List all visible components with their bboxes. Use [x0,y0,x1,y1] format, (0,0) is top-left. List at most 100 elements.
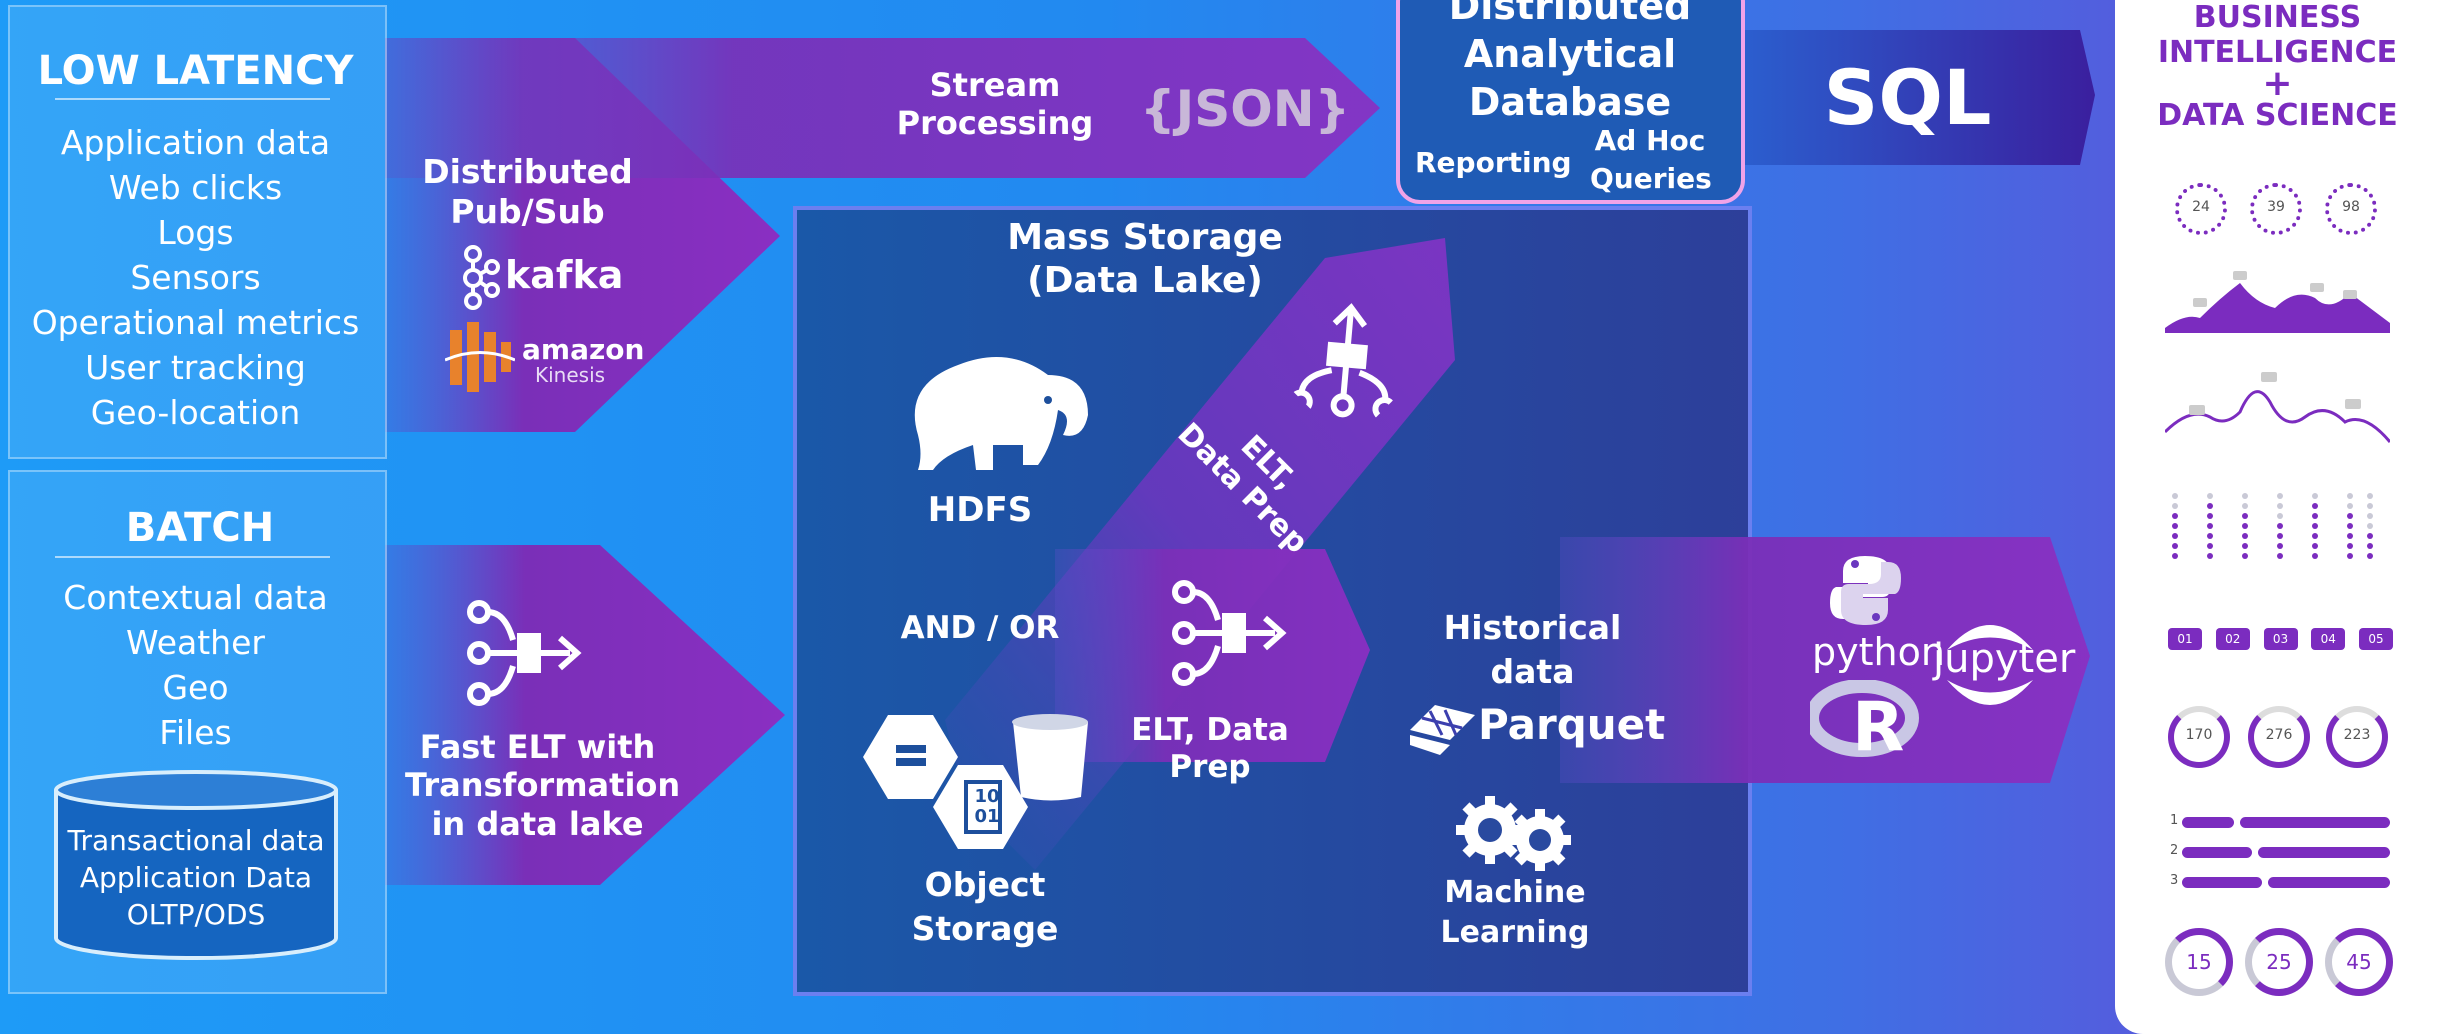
pill: 02 [2215,628,2250,650]
tools-arrow [1560,537,2090,783]
label-line: Machine [1444,875,1586,910]
list-item: Weather [126,623,265,662]
cylinder-text: Transactional data Application Data OLTP… [50,822,342,933]
historical-label: Historical data [1420,606,1645,694]
kafka-icon [463,245,500,310]
list-item: Sensors [130,258,261,297]
label-line: + [2262,63,2293,104]
binary-icon: 10 01 [972,787,1002,827]
gauge-ring [2165,928,2233,996]
list-item: Geo-location [90,393,301,432]
list-item: Application data [60,123,331,162]
sql-label: SQL [1823,53,1992,142]
list-item: Files [159,713,232,752]
list-item: Web clicks [108,168,283,207]
label-line: INTELLIGENCE [2157,35,2398,70]
adhoc-label: Ad Hoc Queries [1590,122,1712,198]
mini-area-chart [2165,271,2390,333]
progress-bar [2240,817,2390,828]
binary-line: 01 [974,806,1000,827]
jupyter-label: jupyter [1933,636,2076,682]
analytical-db-title: Distributed Analytical Database [1400,0,1740,126]
amazon-label: amazon [522,333,645,366]
json-icon: {JSON} [1140,80,1351,138]
list-item: Operational metrics [31,303,360,342]
cylinder-line: Transactional data [67,824,325,857]
label-line: BUSINESS [2193,0,2362,35]
gauge-value: 24 [2192,199,2210,215]
object-storage-label: Object Storage [900,863,1070,951]
low-latency-divider [55,98,330,100]
parquet-label: Parquet [1478,700,1666,749]
object-storage-icons [863,714,1088,849]
mini-line-chart [2165,372,2390,443]
progress-bar [2258,847,2390,858]
gauge-ring [2248,706,2310,768]
list-item: Logs [157,213,234,252]
label-line: data [1490,652,1575,691]
gears-icon [1456,796,1571,871]
pubsub-label: Distributed Pub/Sub [420,152,635,231]
hdfs-label: HDFS [927,490,1033,530]
gauge-ring [2168,706,2230,768]
label-line: Mass Storage [1007,217,1283,258]
pill: 03 [2263,628,2298,650]
gauge-value: 276 [2265,727,2293,743]
gauge-ring [2325,928,2393,996]
bar-index: 2 [2170,843,2179,858]
low-latency-list: Application data Web clicks Logs Sensors… [8,120,383,435]
reporting-label: Reporting [1415,146,1572,179]
gauge-value: 170 [2185,727,2213,743]
gauge-ring [2326,706,2388,768]
label-line: Learning [1440,915,1590,950]
fast-elt-label: Fast ELT with Transformation in data lak… [405,728,681,843]
parquet-icon [1410,705,1475,755]
label-line: Transformation [405,766,681,805]
gauge-value: 98 [2342,199,2360,215]
elt-right-icon [1172,580,1287,686]
label-line: Database [1468,80,1672,124]
label-line: Fast ELT with [419,728,656,766]
elt-transform-icon [467,600,582,706]
elt-right-label: ELT, Data Prep [1131,712,1289,786]
gauge-value: 15 [2186,950,2212,974]
bar-index: 1 [2170,813,2179,828]
low-latency-title: LOW LATENCY [37,48,354,94]
analytical-db-box [1396,0,1745,204]
list-item: Contextual data [63,578,328,617]
binary-line: 10 [974,786,1000,807]
label-line: in data lake [431,804,644,843]
label-line: Analytical [1463,32,1677,76]
progress-bar [2182,877,2262,888]
label-line: Queries [1590,162,1712,195]
low-latency-box [8,5,387,459]
kinesis-label: Kinesis [535,363,606,387]
bar-index: 3 [2170,873,2179,888]
label-line: DATA SCIENCE [2157,98,2398,133]
ml-label: Machine Learning [1420,873,1610,953]
label-line: Pub/Sub [450,191,605,231]
batch-title: BATCH [125,505,275,551]
label-line: Object [924,865,1046,904]
gauge-value: 45 [2346,950,2372,974]
label-line: Storage [911,909,1059,948]
pill: 04 [2311,628,2346,650]
gauge-value: 25 [2266,950,2292,974]
label-line: Distributed [1448,0,1692,28]
and-or-label: AND / OR [900,610,1060,646]
progress-bar [2182,847,2252,858]
progress-bar [2182,817,2234,828]
gauge-value: 39 [2267,199,2285,215]
python-label: python [1812,630,1945,674]
label-line: (Data Lake) [1027,260,1263,302]
label-line: Stream [929,66,1061,104]
label-line: Historical [1443,608,1622,647]
cylinder-line: OLTP/ODS [126,898,266,931]
bi-title: BUSINESS INTELLIGENCE + DATA SCIENCE [2135,0,2420,133]
kafka-label: kafka [505,253,624,297]
amazon-kinesis-icon [445,322,515,392]
progress-bar [2268,877,2390,888]
batch-divider [55,556,330,558]
list-item: Geo [162,668,229,707]
